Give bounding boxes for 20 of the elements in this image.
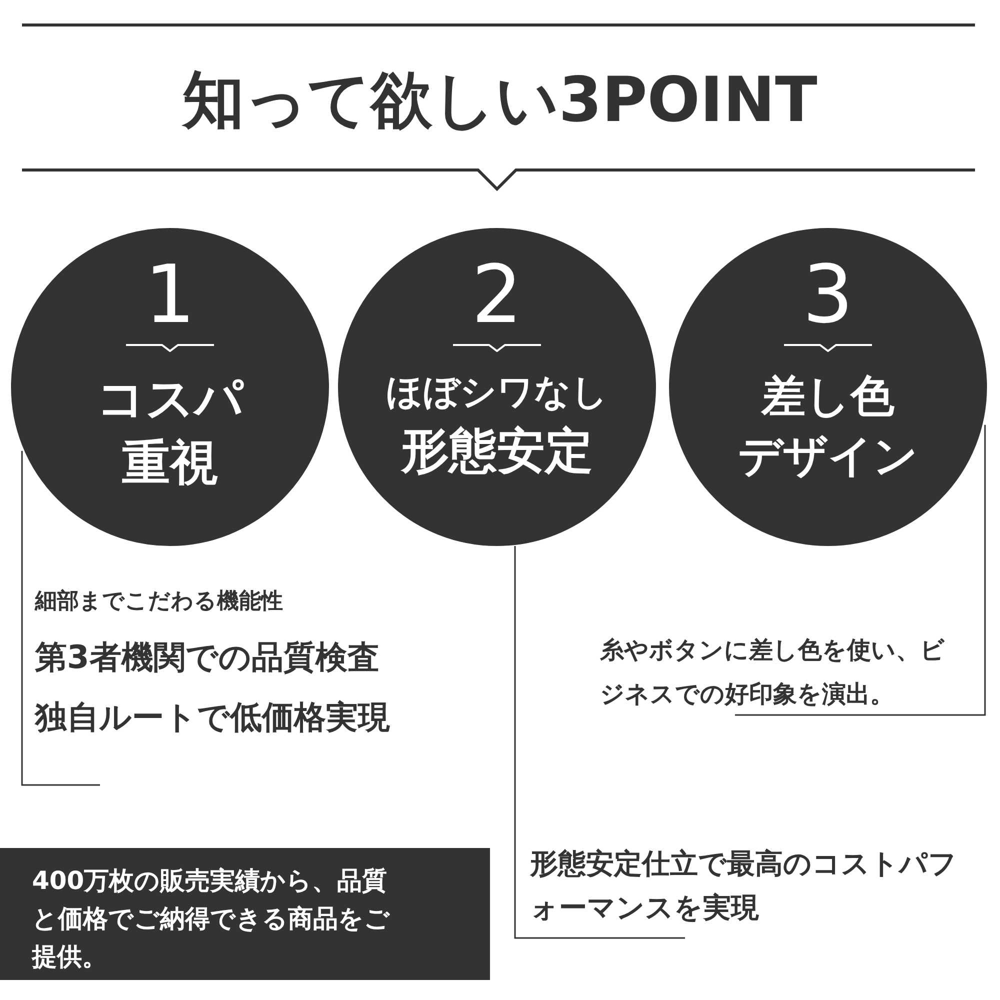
point-heading: 形態安定 — [400, 422, 594, 481]
point-heading: コスパ — [96, 370, 245, 429]
feature-text: 細部までこだわる機能性 — [35, 588, 284, 616]
title: 知って欲しい3POINT — [180, 62, 818, 138]
point-heading: ほぼシワなし — [385, 371, 609, 415]
point-heading: 重視 — [121, 434, 219, 493]
feature-text: 第3者機関での品質検査 — [35, 637, 380, 678]
point-heading: デザイン — [737, 430, 919, 484]
leader-line — [735, 424, 986, 716]
leader-line — [514, 546, 685, 939]
point-number: 1 — [144, 250, 196, 340]
leader-line — [21, 450, 100, 786]
point-number: 2 — [470, 250, 524, 340]
point-number: 3 — [802, 250, 854, 340]
feature-text: 形態安定仕立で最高のコストパフォーマンスを実現 — [530, 846, 958, 926]
point-heading: 差し色 — [760, 370, 896, 424]
summary-panel — [0, 848, 490, 980]
feature-text: 糸やボタンに差し色を使い、ビジネスでの好印象を演出。 — [600, 635, 946, 710]
summary-text: 400万枚の販売実績から、品質と価格でご納得できる商品をご提供。 — [32, 865, 391, 973]
feature-text: 独自ルートで低価格実現 — [35, 697, 391, 738]
